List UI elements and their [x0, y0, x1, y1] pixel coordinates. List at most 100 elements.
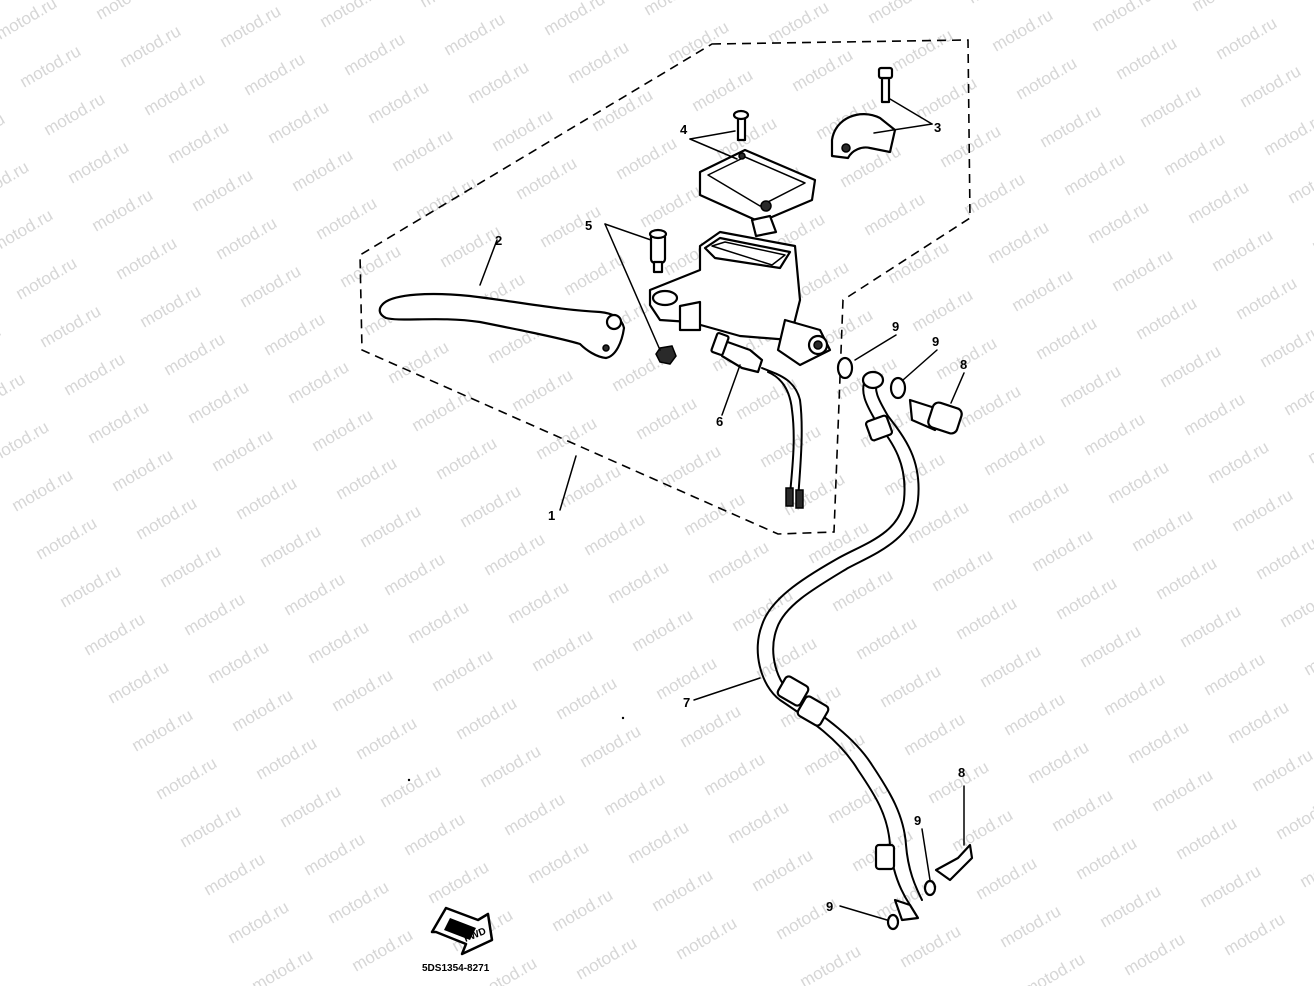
watermark-text: motod.ru: [165, 117, 233, 167]
watermark-text: motod.ru: [881, 449, 949, 499]
watermark-text: motod.ru: [329, 665, 397, 715]
watermark-text: motod.ru: [1305, 417, 1314, 467]
watermark-text: motod.ru: [0, 109, 8, 159]
watermark-text: motod.ru: [453, 693, 521, 743]
watermark-text: motod.ru: [889, 25, 957, 75]
callout-5: 5: [585, 218, 592, 233]
watermark-text: motod.ru: [577, 721, 645, 771]
watermark-text: motod.ru: [913, 73, 981, 123]
watermark-text: motod.ru: [509, 365, 577, 415]
watermark-text: motod.ru: [381, 549, 449, 599]
watermark-text: motod.ru: [1073, 833, 1141, 883]
watermark-text: motod.ru: [1185, 177, 1253, 227]
watermark-text: motod.ru: [641, 0, 709, 19]
watermark-text: motod.ru: [1057, 361, 1125, 411]
watermark-text: motod.ru: [573, 933, 641, 983]
watermark-text: motod.ru: [337, 241, 405, 291]
watermark-text: motod.ru: [1121, 929, 1189, 979]
watermark-text: motod.ru: [477, 741, 545, 791]
callout-8-upper: 8: [960, 357, 967, 372]
lever-pivot-bolt: [648, 228, 668, 274]
watermark-text: motod.ru: [325, 877, 393, 927]
watermark-text: motod.ru: [529, 625, 597, 675]
watermark-text: motod.ru: [553, 673, 621, 723]
watermark-text: motod.ru: [37, 301, 105, 351]
watermark-text: motod.ru: [93, 0, 161, 23]
watermark-text: motod.ru: [1149, 765, 1217, 815]
watermark-text: motod.ru: [1101, 669, 1169, 719]
watermark-text: motod.ru: [789, 45, 857, 95]
watermark-text: motod.ru: [1177, 601, 1245, 651]
watermark-text: motod.ru: [253, 733, 321, 783]
watermark-text: motod.ru: [353, 713, 421, 763]
watermark-text: motod.ru: [565, 37, 633, 87]
watermark-text: motod.ru: [537, 201, 605, 251]
watermark-text: motod.ru: [1277, 581, 1314, 631]
watermark-text: motod.ru: [1077, 621, 1145, 671]
callout-4: 4: [680, 122, 688, 137]
watermark-text: motod.ru: [601, 769, 669, 819]
watermark-text: motod.ru: [213, 213, 281, 263]
watermark-text: motod.ru: [1181, 389, 1249, 439]
watermark-text: motod.ru: [981, 429, 1049, 479]
watermark-text: motod.ru: [1097, 881, 1165, 931]
watermark-text: motod.ru: [305, 617, 373, 667]
watermark-text: motod.ru: [1161, 129, 1229, 179]
watermark-text: motod.ru: [1061, 149, 1129, 199]
watermark-text: motod.ru: [905, 497, 973, 547]
watermark-text: motod.ru: [0, 417, 52, 467]
watermark-text: motod.ru: [1001, 689, 1069, 739]
watermark-text: motod.ru: [605, 557, 673, 607]
watermark-text: motod.ru: [137, 281, 205, 331]
watermark-text: motod.ru: [57, 561, 125, 611]
watermark-text: motod.ru: [413, 173, 481, 223]
watermark-text: motod.ru: [217, 1, 285, 51]
watermark-text: motod.ru: [357, 501, 425, 551]
watermark-text: motod.ru: [313, 193, 381, 243]
watermark-text: motod.ru: [385, 337, 453, 387]
reservoir-cap: [698, 109, 817, 238]
watermark-text: motod.ru: [133, 493, 201, 543]
callout-7: 7: [683, 695, 690, 710]
watermark-text: motod.ru: [897, 921, 965, 971]
watermark-text: motod.ru: [61, 349, 129, 399]
watermark-text: motod.ru: [1085, 197, 1153, 247]
watermark-text: motod.ru: [65, 137, 133, 187]
watermark-text: motod.ru: [1221, 909, 1289, 959]
watermark-text: motod.ru: [1109, 245, 1177, 295]
watermark-text: motod.ru: [441, 9, 509, 59]
watermark-text: motod.ru: [505, 577, 573, 627]
watermark-text: motod.ru: [797, 941, 865, 986]
watermark-text: motod.ru: [1033, 313, 1101, 363]
watermark-text: motod.ru: [205, 637, 273, 687]
watermark-text: motod.ru: [909, 285, 977, 335]
watermark-text: motod.ru: [1113, 33, 1181, 83]
brake-hose: [756, 370, 923, 922]
watermark-text: motod.ru: [865, 0, 933, 27]
watermark-text: motod.ru: [705, 537, 773, 587]
watermark-text: motod.ru: [489, 105, 557, 155]
watermark-text: motod.ru: [85, 397, 153, 447]
watermark-text: motod.ru: [1213, 13, 1281, 63]
lever-pivot-nut: [655, 345, 677, 365]
watermark-text: motod.ru: [1297, 841, 1314, 891]
watermark-text: motod.ru: [405, 597, 473, 647]
watermark-text: motod.ru: [457, 481, 525, 531]
watermark-text: motod.ru: [105, 657, 173, 707]
watermark-text: motod.ru: [1233, 273, 1301, 323]
watermark-text: motod.ru: [985, 217, 1053, 267]
watermark-text: motod.ru: [625, 817, 693, 867]
watermark-text: motod.ru: [209, 425, 277, 475]
watermark-text: motod.ru: [513, 153, 581, 203]
watermark-text: motod.ru: [1209, 225, 1277, 275]
watermark-text: motod.ru: [825, 777, 893, 827]
callout-2: 2: [495, 233, 502, 248]
watermark-text: motod.ru: [0, 157, 32, 207]
watermark-text: motod.ru: [409, 385, 477, 435]
watermark-text: motod.ru: [401, 809, 469, 859]
watermark-text: motod.ru: [365, 77, 433, 127]
watermark-text: motod.ru: [1025, 737, 1093, 787]
union-bolt-lower: [886, 843, 974, 931]
watermark-text: motod.ru: [949, 805, 1017, 855]
